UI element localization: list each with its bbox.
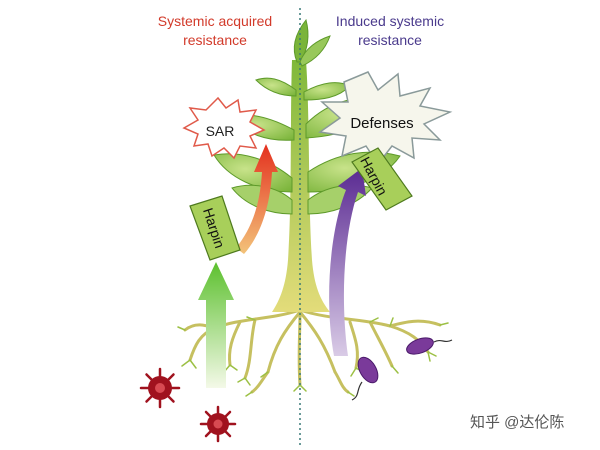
- watermark: 知乎 @达伦陈: [470, 414, 565, 431]
- defenses-burst-label: Defenses: [350, 115, 414, 132]
- sar-burst-label: SAR: [205, 123, 235, 139]
- isr-title: Induced systemic resistance: [335, 13, 445, 48]
- stem: [272, 60, 330, 312]
- root-system: [183, 308, 442, 394]
- root-hairs: [177, 316, 449, 397]
- green-arrow: [198, 262, 234, 388]
- bacterium-icon: [406, 337, 453, 355]
- purple-arrow: [329, 168, 366, 356]
- sar-burst: [182, 96, 266, 160]
- virus-icon: [199, 405, 237, 443]
- virus-icon: [139, 367, 181, 409]
- harpin-tag-left: [189, 195, 241, 261]
- harpin-tag-right: [351, 147, 413, 211]
- red-arrow: [236, 144, 278, 254]
- bacterium-icon: [351, 356, 379, 401]
- defenses-burst: [318, 71, 453, 166]
- sar-title: Systemic acquired resistance: [157, 13, 273, 48]
